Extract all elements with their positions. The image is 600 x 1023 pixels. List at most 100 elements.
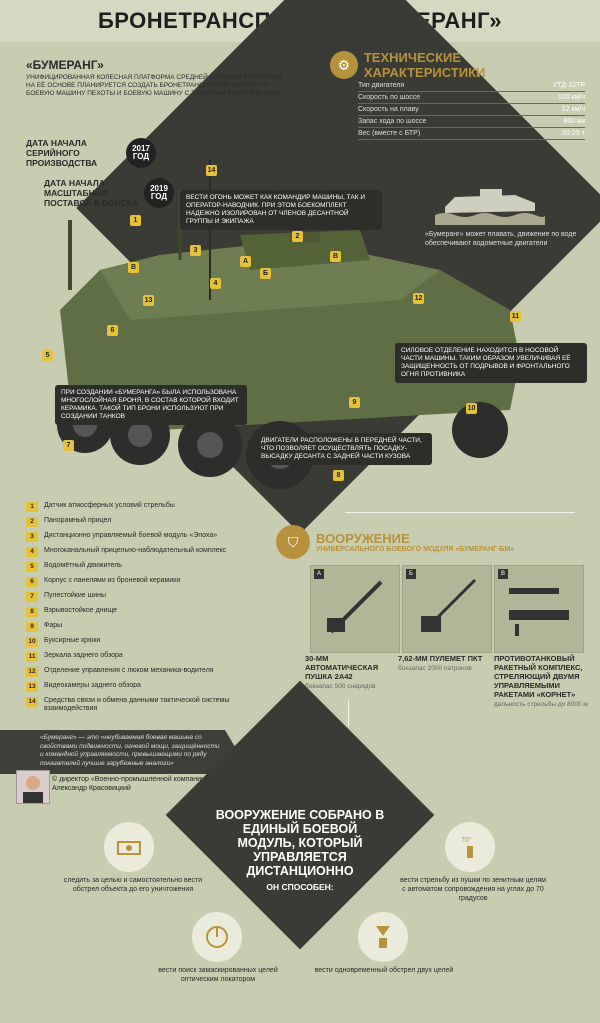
legend-text: Водомётный движитель	[44, 562, 122, 569]
legend-text: Отделение управления с люком механика-во…	[44, 667, 214, 674]
dates: ДАТА НАЧАЛА СЕРИЙНОГО ПРОИЗВОДСТВА 2017г…	[26, 138, 174, 218]
legend-item: 2 Панорамный прицел	[26, 517, 256, 527]
gear-icon: ⚙	[330, 51, 358, 79]
callout-14: 14	[206, 165, 217, 176]
legend-item: 8 Взрывостойкое днище	[26, 607, 256, 617]
quote-text: «Бумеранг» — это «неубиваемая боевая маш…	[40, 734, 220, 767]
legend-item: 5 Водомётный движитель	[26, 562, 256, 572]
armament-subtitle: УНИВЕРСАЛЬНОГО БОЕВОГО МОДУЛЯ «БУМЕРАНГ-…	[316, 546, 515, 553]
callout-3: 3	[190, 245, 201, 256]
armament-title: ВООРУЖЕНИЕ	[316, 531, 410, 546]
weapon-name: 7,62-ММ ПУЛЕМЕТ ПКТ	[398, 654, 483, 663]
bracket-line	[348, 700, 349, 726]
legend-text: Средства связи и обмена данными тактичес…	[44, 697, 230, 712]
intro-description: УНИФИЦИРОВАННАЯ КОЛЕСНАЯ ПЛАТФОРМА СРЕДН…	[26, 74, 284, 97]
date-badge: 2019год	[144, 178, 174, 208]
spec-key: Скорость на плаву	[358, 106, 419, 113]
legend-item: 14 Средства связи и обмена данными тактич…	[26, 697, 256, 713]
callout-12: 12	[413, 293, 424, 304]
spec-row: Тип двигателя УТД-32ТР	[358, 80, 585, 92]
callout-4: 4	[210, 278, 221, 289]
callout-8: 8	[333, 470, 344, 481]
avatar	[16, 770, 50, 804]
note-engines: ДВИГАТЕЛИ РАСПОЛОЖЕНЫ В ПЕРЕДНЕЙ ЧАСТИ, …	[255, 433, 432, 465]
legend-text: Взрывостойкое днище	[44, 607, 118, 614]
spec-value: УТД-32ТР	[552, 82, 585, 89]
spec-value: 12 км/ч	[561, 106, 585, 113]
intro-name: «БУМЕРАНГ»	[26, 58, 104, 72]
legend-item: 6 Корпус с панелями из броневой керамики	[26, 577, 256, 587]
capability-anti-air: вести стрельбу из пушки по зенитным целя…	[400, 877, 546, 902]
note-power: СИЛОВОЕ ОТДЕЛЕНИЕ НАХОДИТСЯ В НОСОВОЙ ЧА…	[395, 343, 587, 383]
legend-text: Корпус с панелями из броневой керамики	[44, 577, 181, 584]
weapon-card-atgm: В	[494, 565, 584, 653]
spec-value: 20-25 т	[561, 130, 585, 137]
weapon-spec: боезапас 2000 патронов	[398, 665, 472, 672]
weapon-desc-cannon: 30-ММ АВТОМАТИЧЕСКАЯ ПУШКА 2А42 боезапас…	[305, 654, 401, 691]
spec-value: 800 км	[563, 118, 586, 125]
bracket-top	[345, 512, 575, 513]
callout-b: Б	[260, 268, 271, 279]
quote-bar	[0, 730, 238, 774]
weapon-name: 30-ММ АВТОМАТИЧЕСКАЯ ПУШКА 2А42	[305, 654, 379, 681]
legend-number: 8	[26, 607, 38, 617]
legend-number: 13	[26, 682, 38, 692]
capability-tracking: следить за целью и самостоятельно вести …	[63, 877, 203, 893]
legend-text: Пулестойкие шины	[44, 592, 107, 599]
legend-item: 13 Видеокамеры заднего обзора	[26, 682, 256, 692]
quote-author: © директор «Военно-промышленной компании…	[52, 775, 209, 793]
shield-icon: ⛉	[276, 525, 310, 559]
radar-icon	[192, 912, 242, 962]
legend-text: Датчик атмосферных условий стрельбы	[44, 502, 175, 509]
tech-specs-title: ТЕХНИЧЕСКИЕ ХАРАКТЕРИСТИКИ	[363, 50, 486, 80]
callout-v2: В	[128, 262, 139, 273]
cannon-icon	[327, 580, 383, 634]
legend-text: Фары	[44, 622, 63, 629]
legend-text: Панорамный прицел	[44, 517, 112, 524]
callout-6: 6	[107, 325, 118, 336]
capability-dual: вести одновременный обстрел двух целей	[314, 967, 454, 974]
callout-2: 2	[292, 231, 303, 242]
spec-row: Скорость на плаву 12 км/ч	[358, 104, 585, 116]
legend-number: 4	[26, 547, 38, 557]
weapon-card-cannon: А	[310, 565, 400, 653]
callout-10: 10	[466, 403, 477, 414]
legend-number: 6	[26, 577, 38, 587]
callout-1: 1	[130, 215, 141, 226]
spec-key: Скорость по шоссе	[358, 94, 421, 101]
floating-apc-illustration	[435, 189, 545, 225]
legend-number: 14	[26, 697, 38, 707]
spec-key: Тип двигателя	[358, 82, 405, 89]
legend-number: 1	[26, 502, 38, 512]
legend-number: 2	[26, 517, 38, 527]
callout-v: В	[330, 251, 341, 262]
author-title: © директор «Военно-промышленной компании…	[52, 776, 209, 783]
legend-number: 10	[26, 637, 38, 647]
tech-specs-header: ⚙ ТЕХНИЧЕСКИЕ ХАРАКТЕРИСТИКИ	[330, 50, 585, 80]
legend-number: 3	[26, 532, 38, 542]
weapon-badge: А	[314, 569, 324, 579]
weapon-desc-mg: 7,62-ММ ПУЛЕМЕТ ПКТ боезапас 2000 патрон…	[398, 654, 494, 673]
bottom-summary: ВООРУЖЕНИЕ СОБРАНО В ЕДИНЫЙ БОЕВОЙ МОДУЛ…	[215, 808, 385, 892]
weapon-badge: В	[498, 569, 508, 579]
anti-air-icon: 70°	[445, 822, 495, 872]
legend-text: Видеокамеры заднего обзора	[44, 682, 141, 689]
legend-number: 11	[26, 652, 38, 662]
summary-title: ВООРУЖЕНИЕ СОБРАНО В ЕДИНЫЙ БОЕВОЙ МОДУЛ…	[215, 808, 385, 878]
callout-5: 5	[42, 350, 53, 361]
float-note: «Бумеранг» может плавать, движение по во…	[425, 231, 577, 247]
machine-gun-icon	[421, 578, 477, 632]
note-armor: ПРИ СОЗДАНИИ «БУМЕРАНГА» БЫЛА ИСПОЛЬЗОВА…	[55, 385, 247, 425]
svg-text:70°: 70°	[461, 836, 472, 844]
date-badge: 2017год	[126, 138, 156, 168]
weapon-name: ПРОТИВОТАНКОВЫЙ РАКЕТНЫЙ КОМПЛЕКС, СТРЕЛ…	[494, 654, 583, 699]
author-name: Александр Красовицкий	[52, 785, 131, 792]
weapon-spec: дальность стрельбы до 8000 м	[494, 701, 588, 708]
legend-number: 5	[26, 562, 38, 572]
spec-key: Запас хода по шоссе	[358, 118, 427, 125]
